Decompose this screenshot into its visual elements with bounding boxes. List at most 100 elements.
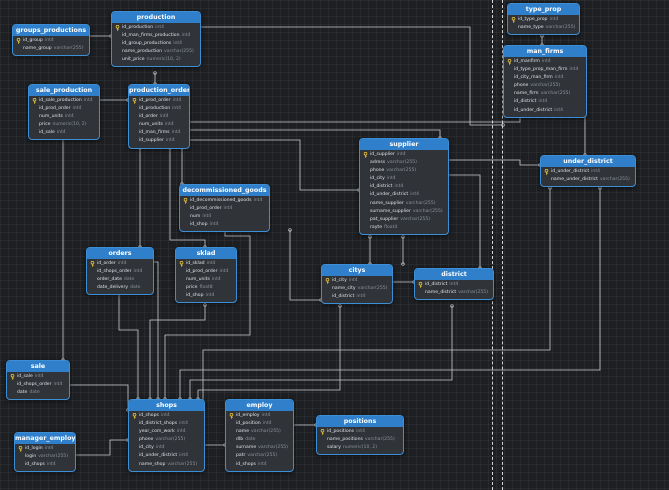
relationship-line[interactable] — [199, 26, 503, 126]
relationship-line[interactable] — [447, 174, 481, 268]
table-title[interactable]: positions — [317, 416, 403, 427]
relationship-line[interactable] — [289, 230, 321, 301]
table-title[interactable]: citys — [322, 265, 392, 276]
table-title[interactable]: type_prop — [508, 4, 579, 15]
table-title[interactable]: manager_employ — [15, 433, 75, 444]
relationship-line[interactable] — [74, 439, 128, 456]
table-title[interactable]: sklad — [176, 248, 236, 259]
table-title[interactable]: groups_productions — [13, 25, 89, 36]
table-title[interactable]: production_order — [129, 85, 189, 96]
relationship-line[interactable] — [188, 139, 359, 191]
table-title[interactable]: sale — [7, 361, 69, 372]
table-title[interactable]: district — [415, 269, 493, 280]
table-title[interactable]: decommissioned_goods — [180, 185, 269, 196]
table-title[interactable]: production — [112, 12, 200, 23]
relationship-line[interactable] — [68, 384, 129, 410]
table-title[interactable]: shops — [129, 400, 204, 411]
relationship-line[interactable] — [197, 306, 341, 399]
relationship-line[interactable] — [118, 290, 139, 399]
table-title[interactable]: supplier — [360, 139, 448, 150]
relationship-line[interactable] — [188, 129, 441, 138]
